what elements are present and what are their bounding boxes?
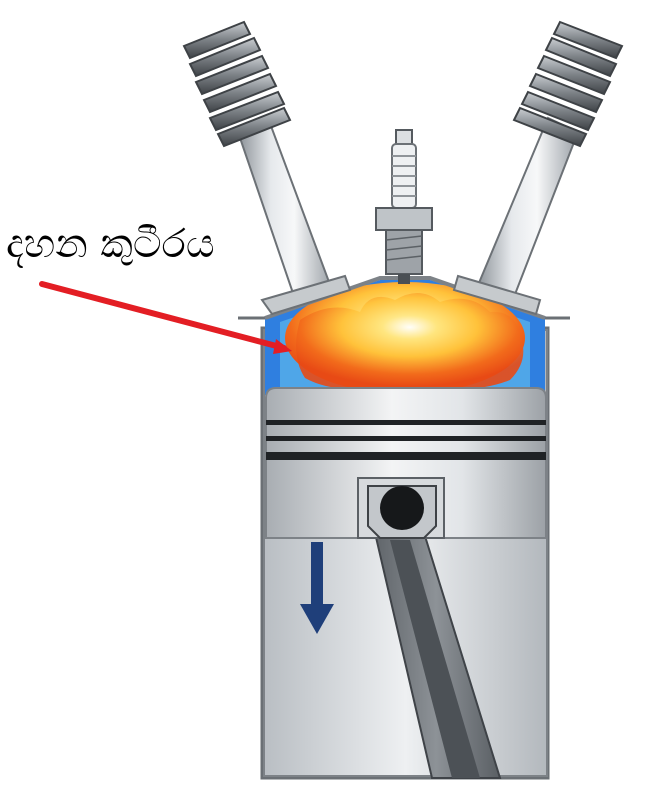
exhaust-valve: [452, 20, 624, 316]
exhaust-valve-spring: [512, 20, 624, 148]
pointer-line: [39, 281, 287, 351]
wrist-pin: [380, 486, 424, 530]
spark-plug: [375, 129, 433, 284]
piston-rings: [266, 420, 546, 460]
combustion-chamber-label: දහන කුටීරය: [6, 221, 215, 267]
intake-valve: [182, 20, 352, 316]
down-arrow-icon: [300, 542, 334, 634]
combustion-chamber: [265, 280, 545, 395]
pointer-head: [273, 339, 292, 354]
piston: [265, 387, 547, 539]
intake-valve-spring: [182, 20, 292, 148]
